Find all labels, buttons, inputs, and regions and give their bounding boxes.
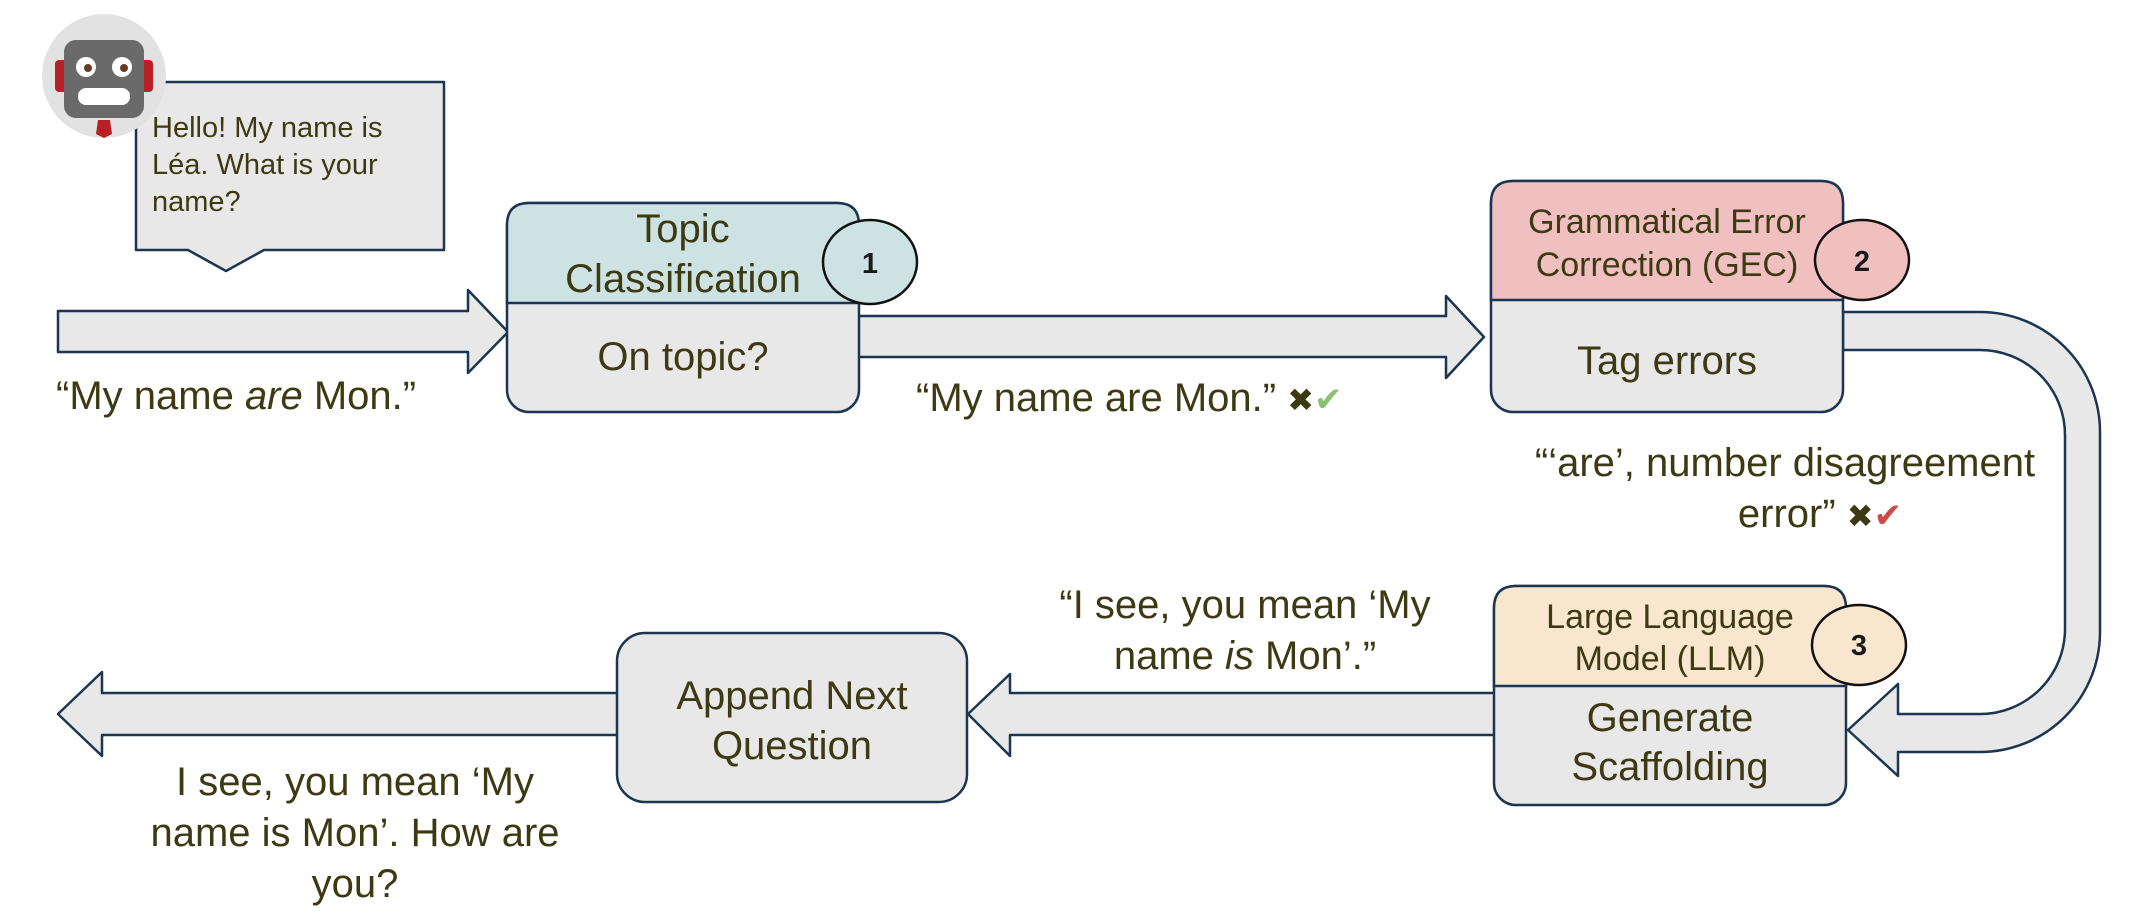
step1-check-icon: ✔ (1314, 381, 1343, 419)
curved-arrow-step2-to-step3 (1841, 310, 2102, 778)
speech-bubble (134, 80, 446, 273)
step3-output-line1: “I see, you mean ‘My (1059, 583, 1431, 627)
robot-avatar (42, 14, 166, 138)
arrow-step1-to-step2 (856, 294, 1486, 380)
step1-box: Topic Classification On topic? 1 (505, 201, 919, 414)
final-output-line2: name is Mon’. How are (150, 811, 560, 855)
step1-x-icon: ✖ (1287, 382, 1315, 418)
final-output-line1: I see, you mean ‘My (176, 760, 534, 804)
step3-box: Large Language Model (LLM) Generate Scaf… (1492, 584, 1908, 807)
append-label-line2: Question (712, 724, 872, 768)
step2-number: 2 (1854, 246, 1870, 278)
final-output-label: I see, you mean ‘My name is Mon’. How ar… (110, 757, 600, 910)
append-label-line1: Append Next (676, 674, 907, 718)
step3-header-line2: Model (LLM) (1575, 640, 1766, 678)
step1-number-circle (821, 218, 919, 306)
input-arrow (56, 288, 510, 375)
step2-header-line1: Grammatical Error (1528, 203, 1806, 241)
step3-output-line2-post: Mon’.” (1253, 634, 1377, 678)
input-utterance-emphasis: are (244, 374, 303, 418)
step3-body-line2: Scaffolding (1571, 745, 1768, 789)
step1-body: On topic? (597, 335, 768, 379)
step3-body-line1: Generate (1587, 696, 1754, 740)
step2-output-label: “‘are’, number disagreement error” ✖✔ (1500, 438, 2070, 542)
input-utterance-pre: “My name (56, 374, 245, 418)
step3-output-line2-pre: name (1113, 634, 1226, 678)
append-box: Append Next Question (615, 631, 969, 804)
step2-header-line2: Correction (GEC) (1536, 246, 1799, 284)
step2-x-icon: ✖ (1846, 498, 1874, 534)
final-output-line3: you? (311, 862, 399, 906)
step2-output-line2-row: error” ✖✔ (1500, 489, 2070, 542)
step1-header-line1: Topic (636, 207, 729, 251)
step2-number-circle (1813, 218, 1911, 302)
step3-number-circle (1810, 603, 1908, 687)
step3-header-line1: Large Language (1546, 598, 1794, 636)
step3-output-line2: name is Mon’.” (1020, 631, 1470, 682)
output-arrow (56, 670, 620, 758)
step3-number: 3 (1851, 630, 1867, 662)
arrows (56, 288, 2102, 778)
step2-box: Grammatical Error Correction (GEC) Tag e… (1489, 179, 1911, 414)
step3-output-line2-emphasis: is (1225, 634, 1254, 678)
input-utterance: “My name are Mon.” (56, 371, 416, 422)
arrow-step3-to-append (966, 672, 1499, 758)
step1-number: 1 (862, 248, 878, 280)
step3-output-label: “I see, you mean ‘My name is Mon’.” (1020, 580, 1470, 682)
speech-bubble-text: Hello! My name is Léa. What is your name… (152, 112, 383, 218)
step2-output-line2: error” (1737, 492, 1836, 536)
step2-body: Tag errors (1577, 339, 1757, 383)
step1-output-text: “My name are Mon.” (916, 376, 1277, 420)
step1-header-line2: Classification (565, 257, 801, 301)
step2-output-line1: “‘are’, number disagreement (1534, 441, 2036, 485)
input-utterance-post: Mon.” (302, 374, 417, 418)
step1-output-label: “My name are Mon.” ✖✔ (916, 373, 1343, 426)
step2-check-icon: ✔ (1873, 497, 1903, 535)
